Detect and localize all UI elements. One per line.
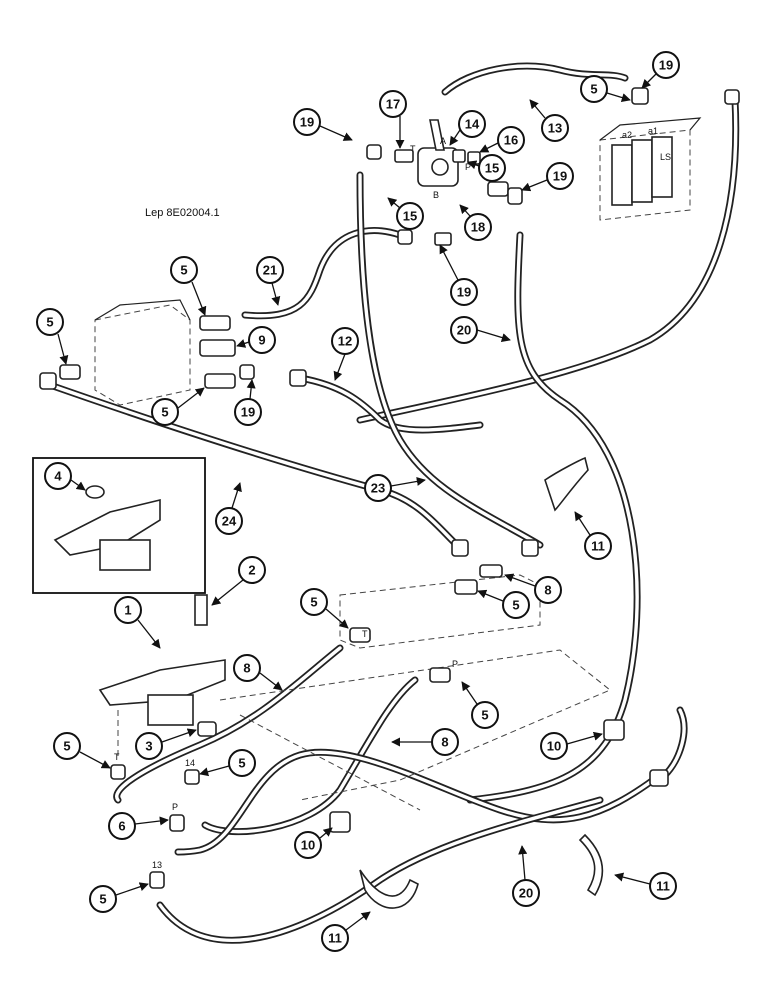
port-label-t: T bbox=[410, 144, 416, 154]
port-label-a2: a2 bbox=[622, 130, 632, 140]
callout-17: 16 bbox=[504, 133, 518, 148]
callouts: 19 17 14 13 5 19 16 15 19 bbox=[36, 51, 680, 952]
callout-21: 20 bbox=[457, 323, 471, 338]
callout-16: 15 bbox=[485, 161, 499, 176]
callout-5-block: 5 bbox=[180, 263, 187, 278]
port-label-lower-p: P bbox=[172, 802, 178, 812]
port-label-a: A bbox=[440, 136, 446, 146]
callout-5-lower-middle: 5 bbox=[238, 756, 245, 771]
callout-5-middle: 5 bbox=[512, 598, 519, 613]
callout-19-top-right: 19 bbox=[659, 58, 673, 73]
port-number-14: 14 bbox=[185, 758, 195, 768]
callout-11-top: 11 bbox=[591, 539, 605, 554]
callout-11-bottom: 11 bbox=[328, 931, 342, 946]
control-valve-bank: a2 a1 LS bbox=[599, 117, 702, 221]
port-label-ls: LS bbox=[660, 152, 671, 162]
hoses bbox=[46, 62, 740, 944]
callout-1: 1 bbox=[124, 603, 131, 618]
callout-3: 3 bbox=[145, 739, 152, 754]
callout-19-lower-left: 19 bbox=[241, 405, 255, 420]
callout-10-lower: 10 bbox=[301, 838, 315, 853]
callout-18: 17 bbox=[386, 97, 400, 112]
callout-5-block-lower: 5 bbox=[161, 405, 168, 420]
callout-10-right: 10 bbox=[547, 739, 561, 754]
callout-23: 23 bbox=[371, 481, 385, 496]
manifold-block bbox=[219, 574, 611, 811]
callout-19-center: 19 bbox=[457, 285, 471, 300]
inset-detail bbox=[32, 457, 206, 594]
callout-5-bottom: 5 bbox=[99, 892, 106, 907]
selector-valve: A P B T bbox=[410, 119, 471, 200]
port-label-manifold-p: P bbox=[452, 659, 458, 669]
callout-19-right: 19 bbox=[553, 169, 567, 184]
callout-5-manifold: 5 bbox=[310, 595, 317, 610]
callout-14: 14 bbox=[465, 117, 480, 132]
callout-6: 6 bbox=[118, 819, 125, 834]
callout-5-left: 5 bbox=[46, 315, 53, 330]
port-label-manifold-t: T bbox=[362, 629, 368, 639]
callout-22: 21 bbox=[263, 263, 277, 278]
callout-11-bottom-right: 11 bbox=[656, 879, 670, 894]
callout-8-left: 8 bbox=[243, 661, 250, 676]
callout-8-right: 8 bbox=[441, 735, 448, 750]
hydraulic-block bbox=[94, 299, 236, 406]
port-label-b: B bbox=[433, 190, 439, 200]
port-label-lower-t: T bbox=[114, 752, 120, 762]
reference-label: Lep 8E02004.1 bbox=[145, 207, 220, 219]
callout-5-lower-left: 5 bbox=[63, 739, 70, 754]
callout-24: 24 bbox=[222, 514, 237, 529]
callout-15: 15 bbox=[403, 209, 417, 224]
mounting-bracket bbox=[98, 594, 226, 760]
callout-18-lower: 18 bbox=[471, 220, 485, 235]
callout-13: 13 bbox=[548, 121, 562, 136]
port-label-a1: a1 bbox=[648, 126, 658, 136]
callout-5-right: 5 bbox=[481, 708, 488, 723]
fittings: T P T P 14 13 bbox=[39, 87, 740, 889]
callout-20: 20 bbox=[519, 886, 533, 901]
callout-19: 19 bbox=[300, 115, 314, 130]
callout-7: 8 bbox=[544, 583, 551, 598]
hose-clips bbox=[359, 456, 604, 909]
port-number-13: 13 bbox=[152, 860, 162, 870]
callout-12: 12 bbox=[338, 334, 352, 349]
callout-9: 9 bbox=[258, 333, 265, 348]
callout-2: 2 bbox=[248, 563, 255, 578]
hose-clamps bbox=[197, 719, 625, 833]
callout-4: 4 bbox=[54, 469, 62, 484]
callout-5-top: 5 bbox=[590, 82, 597, 97]
